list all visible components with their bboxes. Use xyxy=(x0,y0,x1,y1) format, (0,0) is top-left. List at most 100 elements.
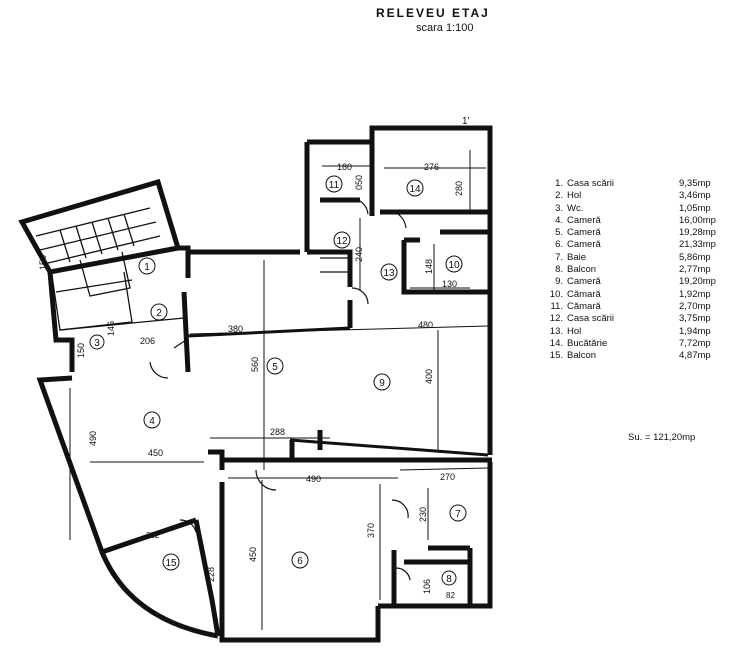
room-marker-10: 10 xyxy=(445,255,463,273)
room-marker-7: 7 xyxy=(449,504,467,522)
dim-label: 148 xyxy=(424,259,434,274)
legend-num: 9. xyxy=(555,276,563,288)
svg-text:5: 5 xyxy=(272,362,278,373)
dim-label: 490 xyxy=(88,431,98,446)
legend-row: 3. Wc. 1,05mp xyxy=(541,203,731,215)
legend-area: 9,35mp xyxy=(679,178,711,189)
legend-area: 3,75mp xyxy=(679,313,711,325)
legend-row: 13. Hol 1,94mp xyxy=(541,326,731,338)
dim-label: 480 xyxy=(418,320,433,330)
dim-label: 230 xyxy=(418,507,428,522)
walls xyxy=(18,125,493,643)
legend-area: 19,28mp xyxy=(679,227,716,239)
plan-scale: scara 1:100 xyxy=(416,22,474,34)
dim-label: 228 xyxy=(206,567,216,582)
legend-num: 4. xyxy=(555,214,563,226)
room-marker-13: 13 xyxy=(380,263,398,281)
legend-row: 1. Casa scării 9,35mp xyxy=(541,178,731,190)
svg-text:6: 6 xyxy=(297,556,303,567)
dim-label: 288 xyxy=(270,427,285,437)
legend-num: 15. xyxy=(549,350,563,362)
dim-label: 400 xyxy=(424,369,434,384)
legend-area: 21,33mp xyxy=(679,239,716,251)
room-marker-12: 12 xyxy=(333,231,351,249)
dim-label: 130 xyxy=(442,279,457,289)
svg-text:2: 2 xyxy=(156,308,162,319)
total-area: Su. = 121,20mp xyxy=(628,432,696,443)
dim-label: 106 xyxy=(422,579,432,594)
dim-label: 380 xyxy=(228,324,243,334)
room-marker-14: 14 xyxy=(406,179,424,197)
legend-area: 4,87mp xyxy=(679,350,711,362)
dim-label: 450 xyxy=(248,547,258,562)
north-mark: 1' xyxy=(462,116,470,127)
legend-num: 2. xyxy=(555,190,563,202)
legend-num: 6. xyxy=(555,239,563,251)
legend-area: 2,77mp xyxy=(679,264,711,276)
legend-num: 14. xyxy=(549,337,563,349)
legend-num: 12. xyxy=(549,313,563,325)
legend-name: Cameră xyxy=(567,227,601,239)
svg-text:11: 11 xyxy=(329,180,340,191)
legend-name: Bucătărie xyxy=(567,337,608,349)
legend-row: 10. Cămară 1,92mp xyxy=(541,289,731,301)
legend-name: Casa scării xyxy=(567,178,614,189)
room-marker-6: 6 xyxy=(291,551,309,569)
legend-name: Hol xyxy=(567,325,582,337)
legend-name: Balcon xyxy=(567,264,597,276)
svg-text:8: 8 xyxy=(446,574,452,585)
plan-title: RELEVEU ETAJ xyxy=(376,6,490,20)
dim-label: 150 xyxy=(38,255,48,270)
dim-label: 276 xyxy=(424,162,439,172)
room-marker-8: 8 xyxy=(441,570,457,586)
dim-label: 370 xyxy=(366,523,376,538)
legend-name: Cameră xyxy=(567,239,601,251)
room-marker-15: 15 xyxy=(162,553,180,571)
room-marker-1: 1 xyxy=(138,257,156,275)
room-marker-4: 4 xyxy=(143,411,161,429)
legend-area: 1,94mp xyxy=(679,325,711,337)
legend-num: 3. xyxy=(555,202,563,214)
legend-name: Balcon xyxy=(567,350,597,362)
legend-area: 1,92mp xyxy=(679,288,711,300)
dim-label: 82 xyxy=(446,591,455,600)
svg-text:9: 9 xyxy=(379,378,385,389)
legend-num: 10. xyxy=(549,288,563,300)
legend-num: 1. xyxy=(555,178,563,189)
legend-area: 2,70mp xyxy=(679,300,711,312)
svg-text:3: 3 xyxy=(94,338,100,349)
dim-label: 206 xyxy=(140,336,155,346)
dim-label: 180 xyxy=(337,162,352,172)
legend-name: Baie xyxy=(567,251,587,263)
stair-lines xyxy=(35,207,348,331)
dim-label: 050 xyxy=(354,175,364,190)
svg-text:14: 14 xyxy=(409,184,421,195)
legend-area: 5,86mp xyxy=(679,251,711,263)
svg-text:15: 15 xyxy=(165,558,177,569)
legend-num: 11. xyxy=(550,300,563,312)
dim-label: 560 xyxy=(250,357,260,372)
legend-name: Cămară xyxy=(567,288,601,300)
legend-name: Casa scării xyxy=(567,313,614,325)
legend-row: 12. Casa scării 3,75mp xyxy=(541,313,731,325)
legend-num: 5. xyxy=(555,227,563,239)
dim-label: 150 xyxy=(76,343,86,358)
room-marker-2: 2 xyxy=(150,303,168,321)
legend-name: Wc. xyxy=(567,202,584,214)
dim-label: 146 xyxy=(106,321,116,336)
legend-row: 11. Cămară 2,70mp xyxy=(541,301,731,313)
dim-label: 232 xyxy=(146,531,160,540)
svg-text:7: 7 xyxy=(455,509,461,520)
legend-name: Cămară xyxy=(567,300,601,312)
dim-label: 490 xyxy=(306,474,321,484)
svg-text:12: 12 xyxy=(336,236,348,247)
legend-row: 15. Balcon 4,87mp xyxy=(541,350,731,362)
legend-area: 1,05mp xyxy=(679,202,711,214)
legend-num: 13. xyxy=(549,325,563,337)
